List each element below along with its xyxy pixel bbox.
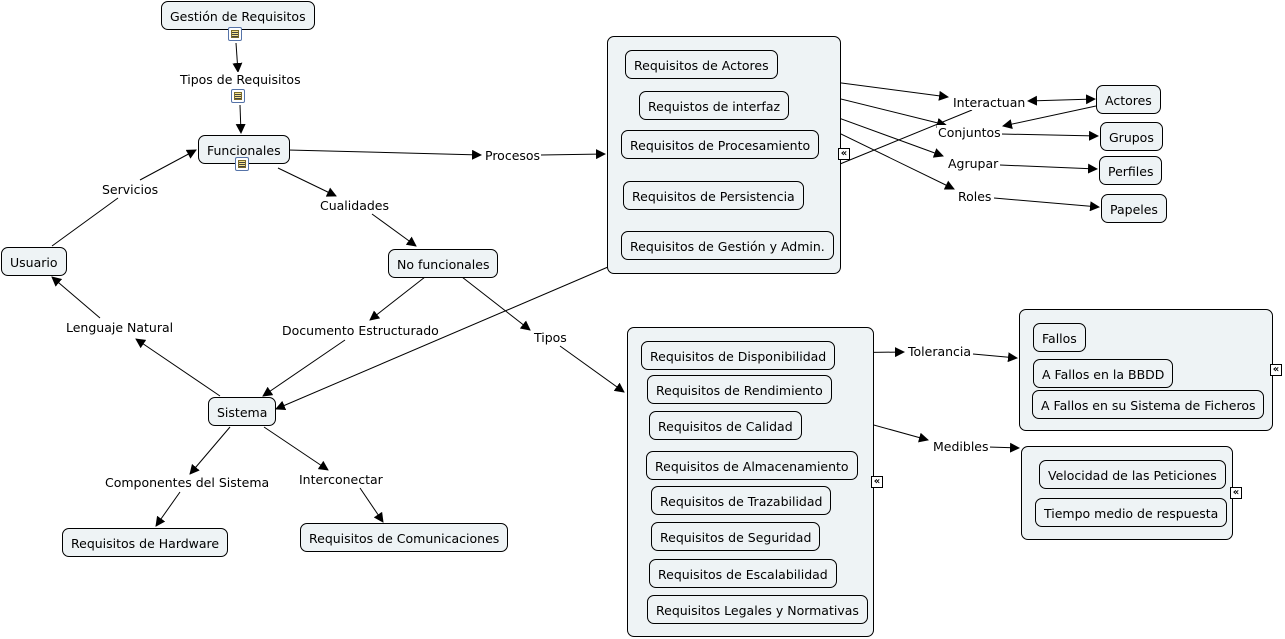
document-icon[interactable] (231, 89, 245, 103)
line-sistema-componentes (189, 426, 231, 475)
collapse-icon[interactable]: « (1270, 364, 1282, 376)
concept-velocidad-peticiones[interactable]: Velocidad de las Peticiones (1039, 460, 1226, 489)
line-sistema-interconectar (263, 426, 329, 471)
link-componentes-sistema[interactable]: Componentes del Sistema (104, 475, 271, 490)
concept-requisitos-trazabilidad[interactable]: Requisitos de Trazabilidad (651, 486, 832, 515)
collapse-icon[interactable]: « (838, 148, 850, 160)
concept-papeles[interactable]: Papeles (1101, 194, 1167, 223)
concept-requisitos-calidad[interactable]: Requisitos de Calidad (649, 411, 802, 440)
link-lenguaje-natural[interactable]: Lenguaje Natural (65, 320, 175, 335)
link-tipos-de-requisitos[interactable]: Tipos de Requisitos (179, 72, 302, 87)
link-conjuntos[interactable]: Conjuntos (937, 125, 1002, 140)
concept-fallos-bbdd[interactable]: A Fallos en la BBDD (1033, 359, 1174, 388)
concept-tiempo-medio-respuesta[interactable]: Tiempo medio de respuesta (1035, 498, 1228, 527)
concept-fallos[interactable]: Fallos (1033, 323, 1086, 352)
line-group-interactuan (839, 109, 973, 165)
concept-requisitos-seguridad[interactable]: Requisitos de Seguridad (651, 522, 821, 551)
line-procesos-group (540, 149, 606, 160)
concept-requisitos-escalabilidad[interactable]: Requisitos de Escalabilidad (649, 559, 837, 588)
line-tolerancia-group (972, 352, 1018, 363)
concept-requisitos-persistencia[interactable]: Requisitos de Persistencia (623, 181, 804, 210)
concept-requisitos-disponibilidad[interactable]: Requisitos de Disponibilidad (641, 341, 836, 370)
line-funcionales-cualidades (277, 167, 337, 197)
link-interactuan[interactable]: Interactuan (952, 95, 1027, 110)
concept-requisitos-almacenamiento[interactable]: Requisitos de Almacenamiento (646, 451, 858, 480)
line-componentes-hardware (155, 491, 181, 527)
line-sistema-lenguaje (135, 338, 221, 397)
tipos-requirements-group (627, 327, 874, 637)
concept-sistema[interactable]: Sistema (208, 397, 277, 426)
link-tipos[interactable]: Tipos (533, 330, 568, 345)
concept-grupos[interactable]: Grupos (1100, 122, 1163, 151)
concept-requisitos-hardware[interactable]: Requisitos de Hardware (62, 528, 229, 557)
link-servicios[interactable]: Servicios (101, 182, 160, 197)
link-roles[interactable]: Roles (957, 189, 993, 204)
document-icon[interactable] (235, 157, 249, 171)
line-actores-node-conjuntos (1002, 105, 1097, 129)
concept-requisitos-gestion-admin[interactable]: Requisitos de Gestión y Admin. (621, 231, 834, 260)
line-interconectar-comunicaciones (359, 487, 384, 523)
line-gestion-tipos (232, 42, 243, 73)
line-agrupar-perfiles (999, 163, 1098, 174)
line-lenguaje-usuario (51, 276, 101, 319)
concept-requisitos-actores[interactable]: Requisitos de Actores (625, 50, 778, 79)
concept-requisitos-interfaz[interactable]: Requistos de interfaz (639, 91, 790, 120)
line-interactuan-actores (1027, 94, 1096, 106)
line-cualidades-nofuncionales (371, 213, 417, 247)
link-documento-estructurado[interactable]: Documento Estructurado (281, 323, 440, 338)
line-tipos-funcionales (235, 104, 246, 134)
document-icon[interactable] (228, 27, 242, 41)
line-documento-sistema (262, 339, 346, 397)
link-procesos[interactable]: Procesos (484, 148, 542, 163)
concept-no-funcionales[interactable]: No funcionales (388, 249, 499, 278)
line-funcionales-procesos (287, 149, 482, 160)
line-servicios-funcionales (139, 149, 197, 181)
concept-usuario[interactable]: Usuario (1, 247, 67, 276)
line-tipos-group (559, 345, 625, 393)
link-tolerancia[interactable]: Tolerancia (907, 344, 973, 359)
link-interconectar[interactable]: Interconectar (298, 472, 384, 487)
concept-requisitos-legales[interactable]: Requisitos Legales y Normativas (647, 595, 868, 624)
concept-gestion-requisitos[interactable]: Gestión de Requisitos (161, 1, 315, 30)
line-group-sistema (275, 266, 609, 411)
concept-requisitos-procesamiento[interactable]: Requisitos de Procesamiento (621, 130, 820, 159)
line-nofuncionales-tipos (461, 276, 531, 331)
link-cualidades[interactable]: Cualidades (319, 198, 390, 213)
concept-actores[interactable]: Actores (1096, 85, 1161, 114)
line-conjuntos-grupos (1000, 130, 1099, 141)
collapse-icon[interactable]: « (1230, 487, 1242, 499)
concept-requisitos-comunicaciones[interactable]: Requisitos de Comunicaciones (300, 523, 509, 552)
link-agrupar[interactable]: Agrupar (947, 156, 1000, 171)
line-medibles-group (987, 442, 1020, 453)
line-usuario-servicios (51, 197, 119, 247)
concept-perfiles[interactable]: Perfiles (1099, 156, 1163, 185)
link-medibles[interactable]: Medibles (932, 439, 990, 454)
concept-fallos-ficheros[interactable]: A Fallos en su Sistema de Ficheros (1032, 390, 1265, 419)
collapse-icon[interactable]: « (871, 476, 883, 488)
concept-requisitos-rendimiento[interactable]: Requisitos de Rendimiento (647, 375, 832, 404)
line-roles-papeles (993, 197, 1100, 212)
line-nofuncionales-documento (369, 276, 426, 321)
